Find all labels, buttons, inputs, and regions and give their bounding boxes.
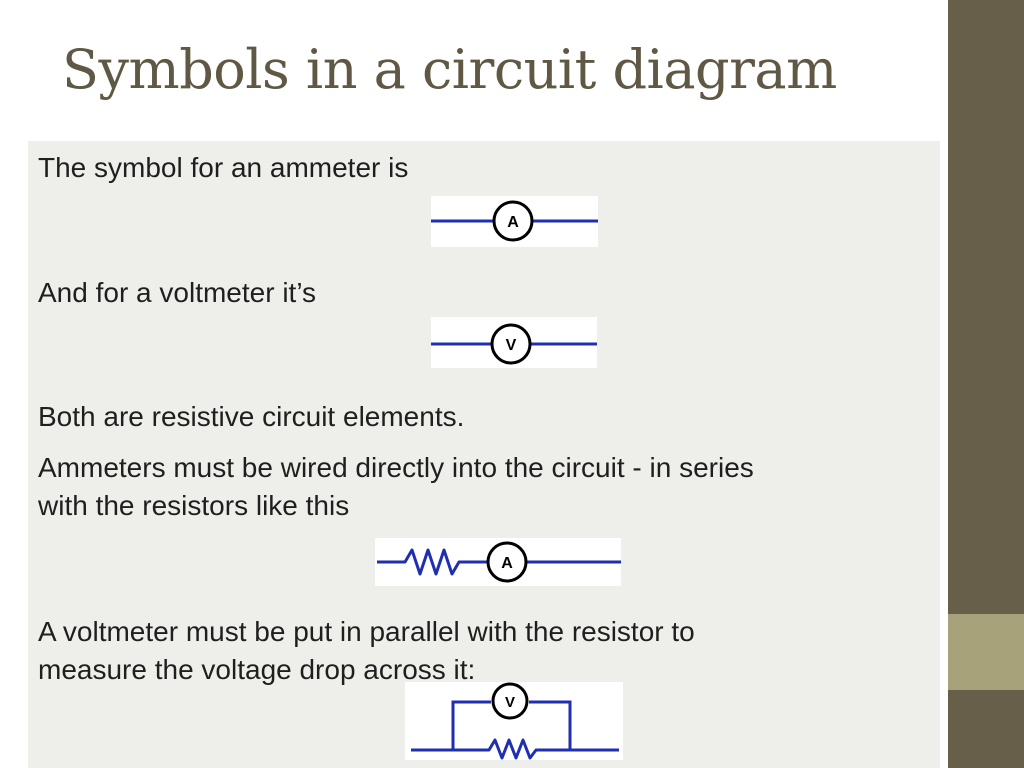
ammeter-series-text-1: Ammeters must be wired directly into the… xyxy=(38,452,754,483)
voltmeter-intro-text: And for a voltmeter it’s xyxy=(38,277,317,308)
voltmeter-parallel-text-1: A voltmeter must be put in parallel with… xyxy=(38,616,695,647)
voltmeter-letter: V xyxy=(506,337,517,354)
voltmeter-parallel-text-2: measure the voltage drop across it: xyxy=(38,654,476,685)
ammeter-intro-text: The symbol for an ammeter is xyxy=(38,152,409,183)
ammeter-symbol: A xyxy=(431,196,598,247)
series-resistor-ammeter-symbol: A xyxy=(375,538,621,586)
resistive-elements-text: Both are resistive circuit elements. xyxy=(38,401,465,432)
content-panel: The symbol for an ammeter is A And for a… xyxy=(28,141,940,768)
sidebar-bar-bottom xyxy=(948,690,1024,768)
ammeter-letter: A xyxy=(507,214,519,231)
parallel-voltmeter-resistor-symbol: V xyxy=(405,682,623,760)
sidebar-accent-block xyxy=(948,614,1024,690)
voltmeter-symbol: V xyxy=(431,317,597,368)
slide-title: Symbols in a circuit diagram xyxy=(62,38,837,101)
ammeter-series-text-2: with the resistors like this xyxy=(38,490,350,521)
series-ammeter-letter: A xyxy=(501,555,513,572)
sidebar-bar-top xyxy=(948,0,1024,614)
parallel-voltmeter-letter: V xyxy=(505,694,515,711)
